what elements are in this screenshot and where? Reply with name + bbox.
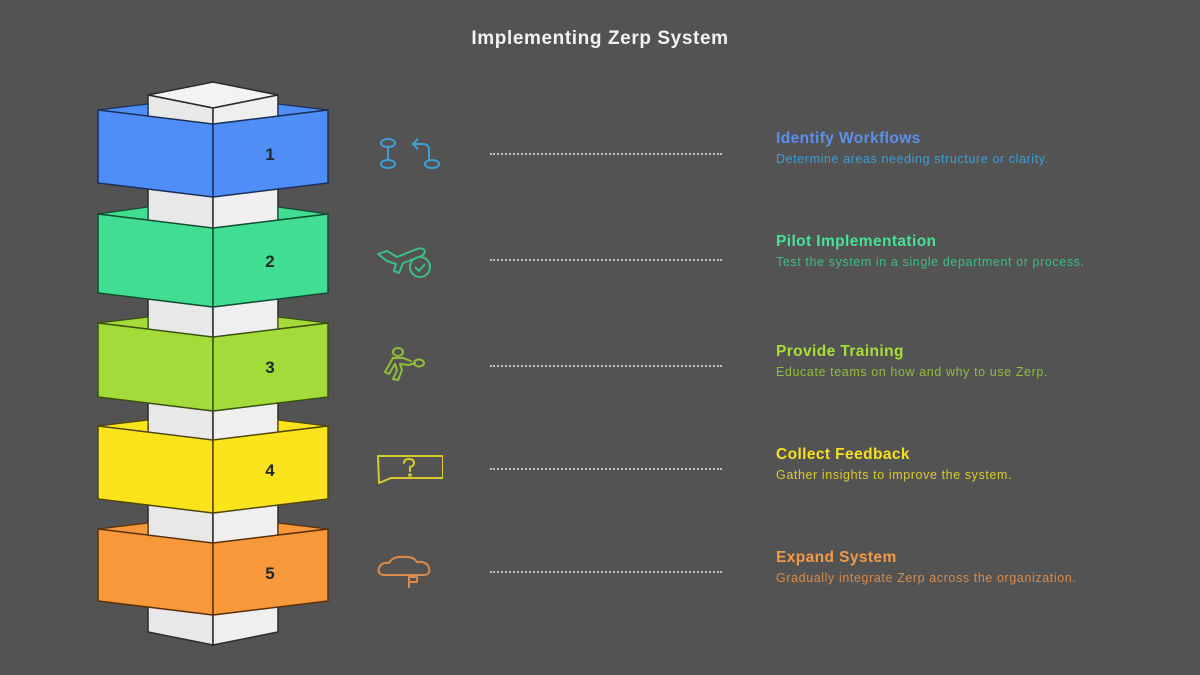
diagram-title: Implementing Zerp System <box>471 28 729 49</box>
step-5-text: Expand System Gradually integrate Zerp a… <box>776 549 1116 585</box>
step-2-text: Pilot Implementation Test the system in … <box>776 233 1116 269</box>
workflow-branch-icon <box>380 138 440 169</box>
step-description: Test the system in a single department o… <box>776 255 1085 269</box>
step-4-text: Collect Feedback Gather insights to impr… <box>776 446 1116 482</box>
connector-line-2 <box>490 259 722 261</box>
step-description: Determine areas needing structure or cla… <box>776 152 1049 166</box>
step-description: Gather insights to improve the system. <box>776 468 1013 482</box>
step-description: Gradually integrate Zerp across the orga… <box>776 571 1077 585</box>
block-step-2: 2 <box>97 206 329 308</box>
step-number: 3 <box>265 358 274 377</box>
step-title: Pilot Implementation <box>776 233 937 250</box>
question-chat-icon <box>377 455 443 484</box>
step-title: Collect Feedback <box>776 446 910 463</box>
step-title: Expand System <box>776 549 897 566</box>
block-step-1: 1 <box>97 103 329 198</box>
person-teaching-icon <box>384 347 425 381</box>
step-3-text: Provide Training Educate teams on how an… <box>776 343 1116 379</box>
block-step-5: 5 <box>97 522 329 616</box>
step-1-text: Identify Workflows Determine areas needi… <box>776 130 1116 166</box>
plane-check-icon <box>377 247 431 278</box>
connector-line-5 <box>490 571 722 573</box>
connector-line-3 <box>490 365 722 367</box>
block-step-3: 3 <box>97 316 329 412</box>
step-title: Identify Workflows <box>776 130 921 147</box>
step-number: 1 <box>265 145 274 164</box>
connector-line-4 <box>490 468 722 470</box>
step-title: Provide Training <box>776 343 904 360</box>
step-description: Educate teams on how and why to use Zerp… <box>776 365 1048 379</box>
block-step-4: 4 <box>97 419 329 514</box>
connector-line-1 <box>490 153 722 155</box>
tree-flag-icon <box>377 555 431 588</box>
step-number: 5 <box>265 564 274 583</box>
step-number: 2 <box>265 252 274 271</box>
step-number: 4 <box>265 461 275 480</box>
